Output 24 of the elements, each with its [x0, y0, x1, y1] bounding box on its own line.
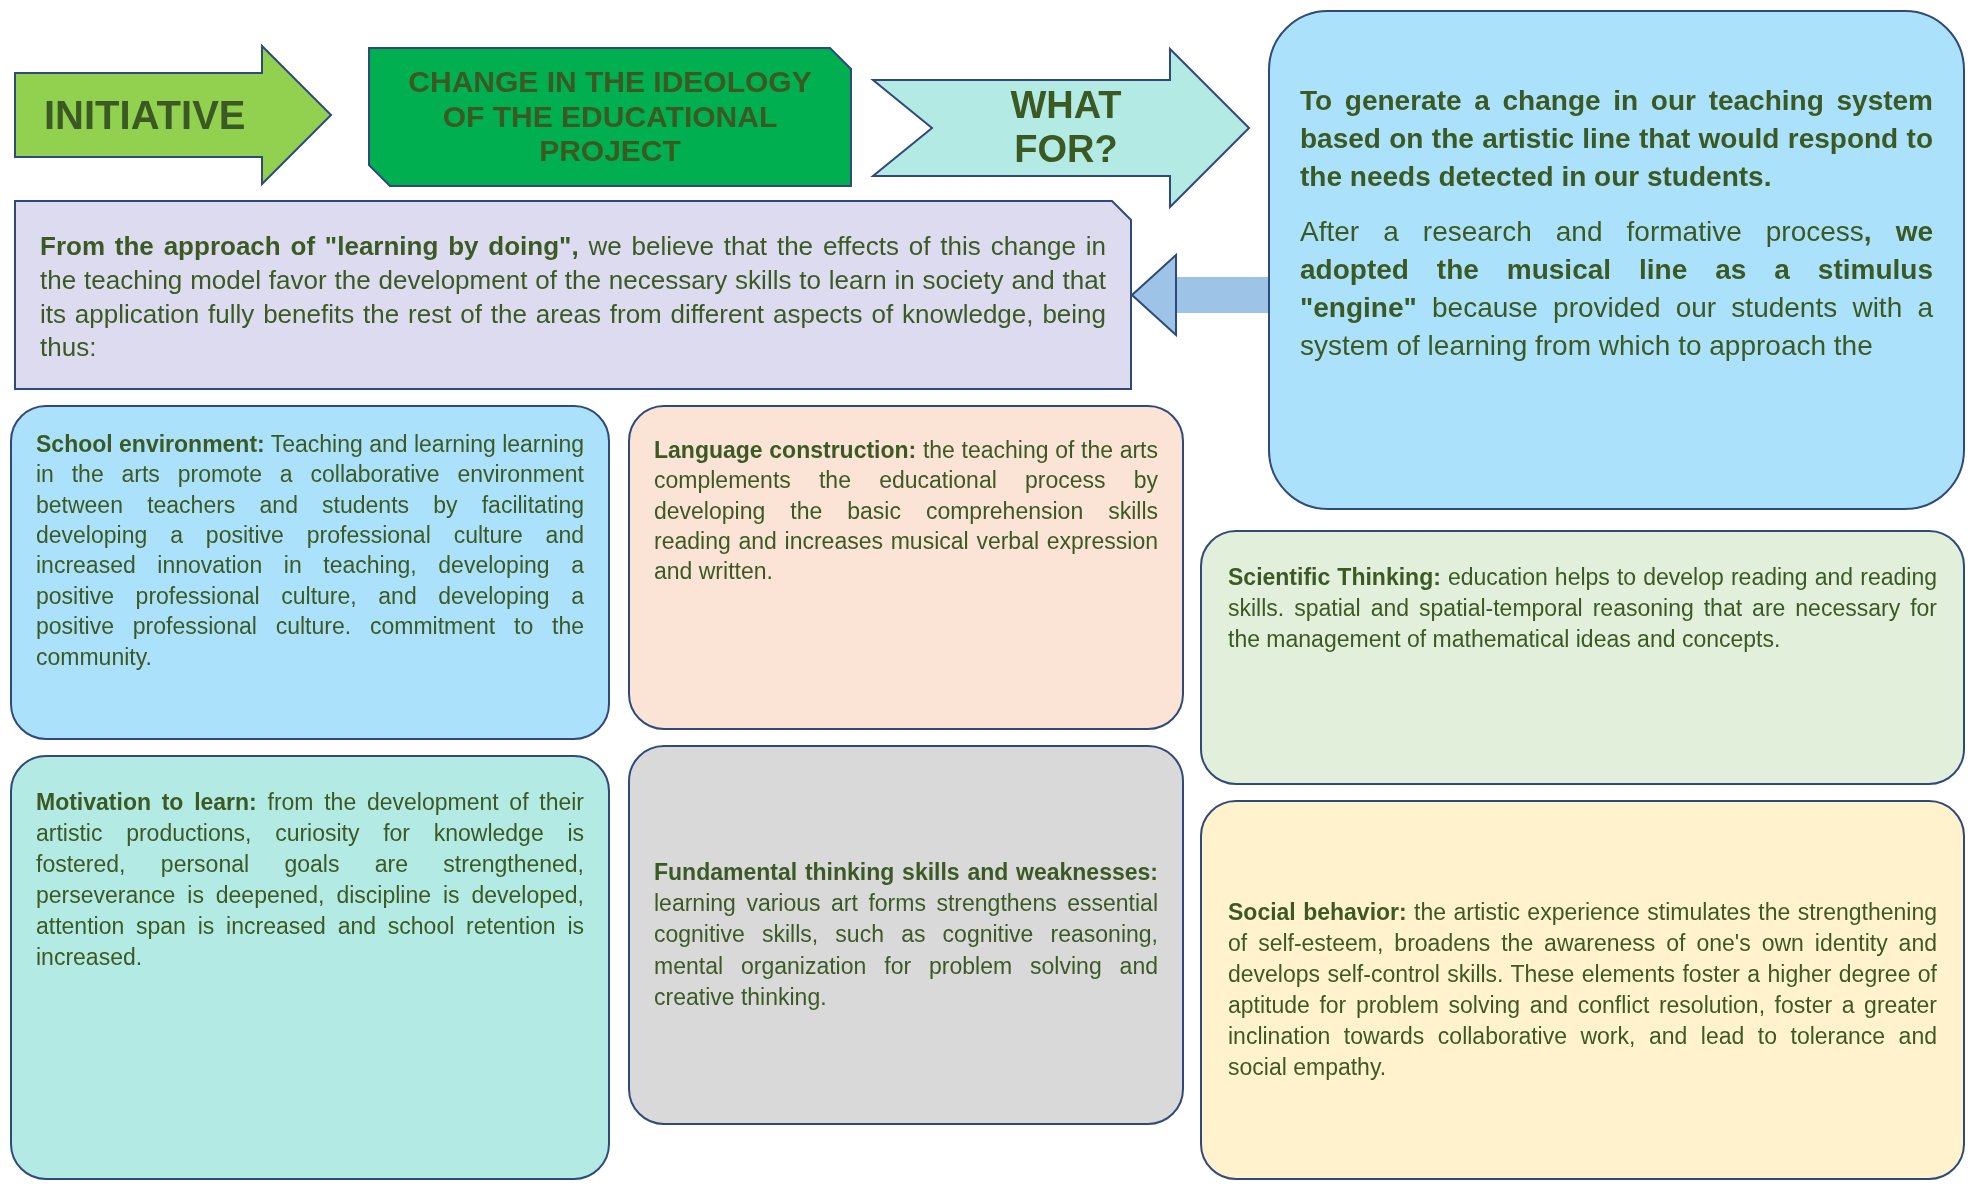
paragraph: Fundamental thinking skills and weaknesses: learning various art forms strengthens essential cognitive skills, such as cognitive reasoning, mental organization for problem solving and creative thinking.: [654, 858, 1158, 1012]
block-arrow: [1131, 254, 1268, 336]
heading-text: INITIATIVE: [44, 92, 242, 138]
chevron-arrow-shape: [872, 48, 1250, 208]
text-card: [628, 745, 1184, 1125]
text-card: [1200, 800, 1965, 1180]
paragraph: Language construction: the teaching of the arts complements the educational process by developing the basic comprehension skills reading and increases musical verbal expression and written.: [654, 436, 1158, 587]
text-card: [628, 405, 1184, 730]
paragraph: Motivation to learn: from the development of their artistic productions, curiosity for knowledge is fostered, personal goals are strengthened, perseverance is deepened, discipline is developed, attention span is increased and school retention is increased.: [36, 788, 584, 973]
paragraph: Scientific Thinking: education helps to develop reading and reading skills. spatial and spatial-temporal reasoning that are necessary for the management of mathematical ideas and concepts.: [1228, 563, 1937, 655]
paragraph: School environment: Teaching and learning learning in the arts promote a collaborative environment between teachers and students by facilitating developing a positive professional culture and increased innovation in teaching, developing a positive professional culture, and developing a positive professional culture. commitment to the community.: [36, 430, 584, 672]
text-card: [10, 405, 610, 740]
heading-text: CHANGE IN THE IDEOLOGY OF THE EDUCATIONAL PROJECT: [407, 65, 813, 169]
arrow-shape: [14, 45, 332, 185]
paragraph: From the approach of "learning by doing", we believe that the effects of this change in the teaching model favor the development of the necessary skills to learn in society and that its application fully benefits the rest of the areas from different aspects of knowledge, being thus:: [40, 230, 1106, 365]
paragraph: To generate a change in our teaching system based on the artistic line that would respond to the needs detected in our students.: [1300, 84, 1933, 194]
text-card: [10, 755, 610, 1180]
heading-box: [368, 47, 852, 187]
heading-text: WHAT FOR?: [1009, 84, 1123, 172]
paragraph: After a research and formative process, we adopted the musical line as a stimulus "engine" because provided our students with a system of learning from which to approach the: [1300, 215, 1933, 363]
paragraph: Social behavior: the artistic experience stimulates the strengthening of self-esteem, broadens the awareness of one's own identity and develops self-control skills. These elements foster a higher degree of aptitude for problem solving and conflict resolution, foster a greater inclination towards collaborative work, and lead to tolerance and social empathy.: [1228, 897, 1937, 1083]
text-card: [1200, 530, 1965, 785]
text-panel: [14, 200, 1132, 390]
text-card: [1268, 10, 1965, 510]
